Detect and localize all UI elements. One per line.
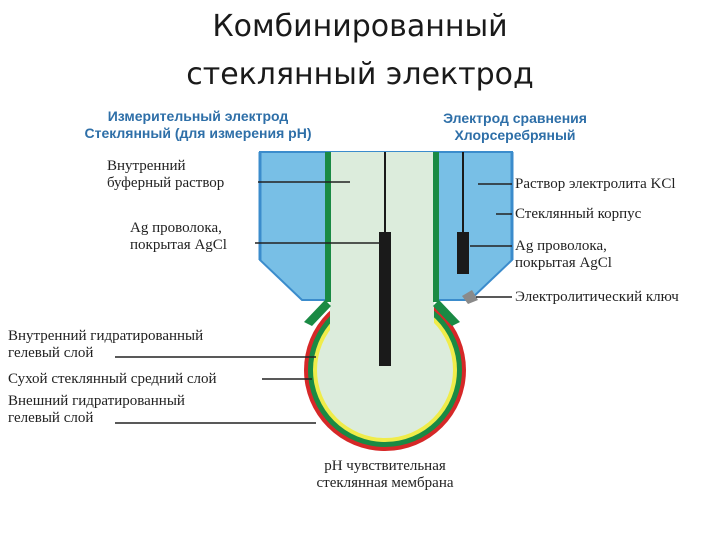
reference-electrode-header-line2: Хлорсеребряный [454,127,576,143]
label-ag-wire-right: Ag проволока, покрытая AgCl [515,238,612,272]
inner-tube-wall-left [325,152,331,302]
inner-tube-wall-right [433,152,439,302]
inner-tube-neck-left [304,300,331,326]
label-ag-wire-left-line2: покрытая AgCl [130,237,227,253]
label-outer-gel-line1: Внешний гидратированный [8,393,185,409]
reference-electrode-header-line1: Электрод сравнения [443,110,587,126]
label-inner-buffer: Внутренний буферный раствор [107,158,224,192]
label-membrane: pH чувствительная стеклянная мембрана [300,458,470,492]
label-membrane-line1: pH чувствительная [324,458,446,474]
title-line-1: Комбинированный [212,9,508,44]
label-outer-gel-line2: гелевый слой [8,410,94,426]
electrolytic-key [462,290,478,304]
label-electrolytic-key: Электролитический ключ [515,289,679,305]
label-ag-wire-right-line1: Ag проволока, [515,238,607,254]
label-inner-buffer-line2: буферный раствор [107,175,225,191]
label-kcl-solution: Раствор электролита KCl [515,176,676,192]
reference-ag-wire [457,232,469,274]
measuring-electrode-header-line2: Стеклянный (для измерения pH) [84,125,312,141]
title-line-2: стеклянный электрод [186,57,534,92]
label-ag-wire-right-line2: покрытая AgCl [515,255,612,271]
measuring-electrode-header-line1: Измерительный электрод [107,108,289,124]
label-outer-gel: Внешний гидратированный гелевый слой [8,393,185,427]
membrane-inner-gel-layer [317,302,453,438]
label-dry-glass: Сухой стеклянный средний слой [8,371,217,387]
label-inner-buffer-line1: Внутренний [107,158,186,174]
label-glass-body: Стеклянный корпус [515,206,642,222]
label-membrane-line2: стеклянная мембрана [316,475,454,491]
label-ag-wire-left: Ag проволока, покрытая AgCl [130,220,227,254]
center-ag-wire [379,232,391,366]
reference-electrode-header: Электрод сравнения Хлорсеребряный [410,110,620,144]
label-inner-gel-line1: Внутренний гидратированный [8,328,204,344]
label-inner-gel-line2: гелевый слой [8,345,94,361]
label-ag-wire-left-line1: Ag проволока, [130,220,222,236]
inner-tube-neck-right [433,300,460,326]
measuring-electrode-header: Измерительный электрод Стеклянный (для и… [48,108,348,142]
label-inner-gel: Внутренний гидратированный гелевый слой [8,328,203,362]
